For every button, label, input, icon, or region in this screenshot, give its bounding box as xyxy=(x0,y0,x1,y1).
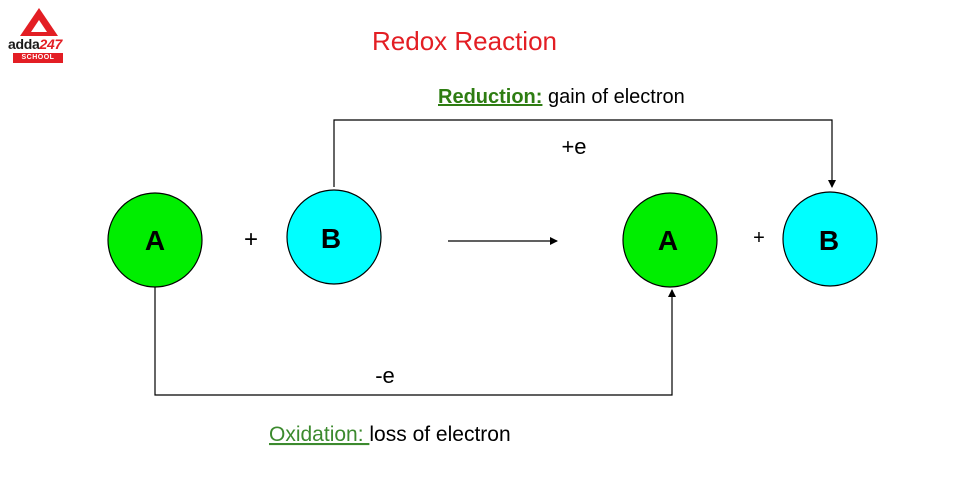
page-title: Redox Reaction xyxy=(0,26,975,57)
oxidation-electron-label: -e xyxy=(375,363,395,388)
product-b-circle xyxy=(782,191,878,287)
reduction-text: gain of electron xyxy=(542,86,684,108)
product-plus: + xyxy=(753,227,765,249)
logo-wordmark: adda247 xyxy=(8,36,62,52)
reduction-electron-label: +e xyxy=(561,134,586,159)
reduction-heading: Reduction: xyxy=(438,86,542,108)
oxidation-heading: Oxidation: xyxy=(269,423,369,446)
reduction-connector xyxy=(333,119,836,188)
reactant-b-label: B xyxy=(321,223,341,254)
oxidation-caption: Oxidation: loss of electron xyxy=(269,423,511,446)
logo-tag: SCHOOL xyxy=(13,53,63,63)
reactant-plus: + xyxy=(244,226,258,253)
oxidation-connector xyxy=(154,287,676,396)
reduction-caption: Reduction: gain of electron xyxy=(438,86,685,108)
reactant-b-circle xyxy=(286,189,382,285)
logo-mark-icon xyxy=(20,8,58,36)
reactant-a-label: A xyxy=(145,225,165,256)
product-a-circle xyxy=(622,192,718,288)
reactant-a-circle xyxy=(107,192,203,288)
page-title-text: Redox Reaction xyxy=(372,26,557,56)
logo-brand: adda xyxy=(8,36,40,52)
product-a-label: A xyxy=(658,225,678,256)
logo-brand-number: 247 xyxy=(39,36,62,52)
product-b-label: B xyxy=(819,225,839,256)
oxidation-text: loss of electron xyxy=(369,423,510,446)
adda247-logo xyxy=(10,6,68,64)
